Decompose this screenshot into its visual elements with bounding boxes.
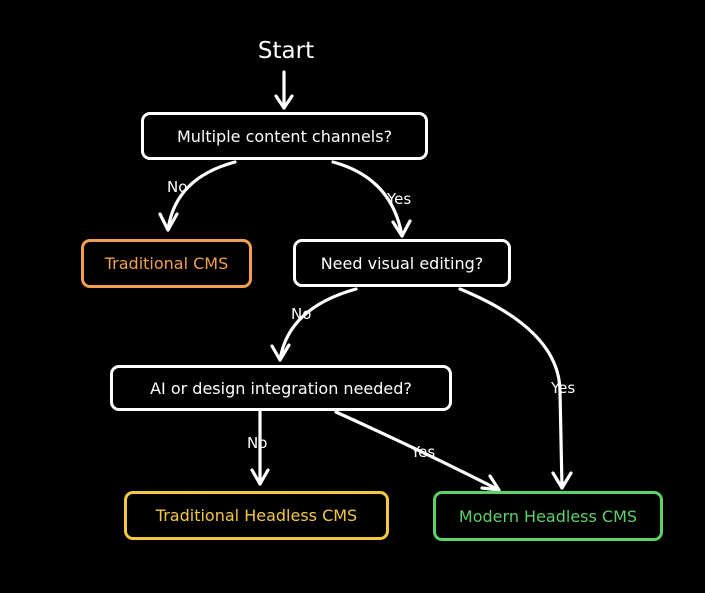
node-traditional-cms-label: Traditional CMS [104,254,229,273]
node-traditional-cms: Traditional CMS [81,239,252,288]
edge-channels-no [166,160,237,232]
start-label: Start [257,38,315,64]
arrowhead-channels-no [158,212,179,232]
edge-label-visual-yes: Yes [551,379,576,397]
arrowhead-ai-yes [480,474,501,492]
edge-ai-yes [334,410,501,492]
node-modern-headless-cms: Modern Headless CMS [433,491,663,541]
arrowhead-visual-no [270,343,291,362]
node-multiple-content-channels-label: Multiple content channels? [176,126,393,146]
edge-label-channels-yes: Yes [387,190,412,208]
node-modern-headless-cms-label: Modern Headless CMS [458,506,638,526]
arrowhead-ai-no [250,468,270,486]
edge-visual-yes [458,287,564,490]
node-traditional-headless-cms-label: Traditional Headless CMS [155,506,358,525]
node-traditional-headless-cms: Traditional Headless CMS [124,491,389,540]
edge-label-channels-no: No [167,178,188,196]
node-ai-or-design-integration-label: AI or design integration needed? [150,378,412,398]
arrowhead-channels-yes [391,219,412,238]
node-ai-or-design-integration: AI or design integration needed? [110,365,452,411]
node-need-visual-editing-label: Need visual editing? [320,253,484,273]
edge-label-ai-yes: Yes [411,443,436,461]
node-multiple-content-channels: Multiple content channels? [141,112,428,160]
arrowhead-start [274,94,294,110]
node-need-visual-editing: Need visual editing? [293,239,511,287]
edge-channels-yes [331,160,404,238]
edge-label-visual-no: No [291,305,312,323]
edge-label-ai-no: No [247,434,268,452]
arrowhead-visual-yes [551,471,573,490]
edge-visual-no [278,287,358,362]
